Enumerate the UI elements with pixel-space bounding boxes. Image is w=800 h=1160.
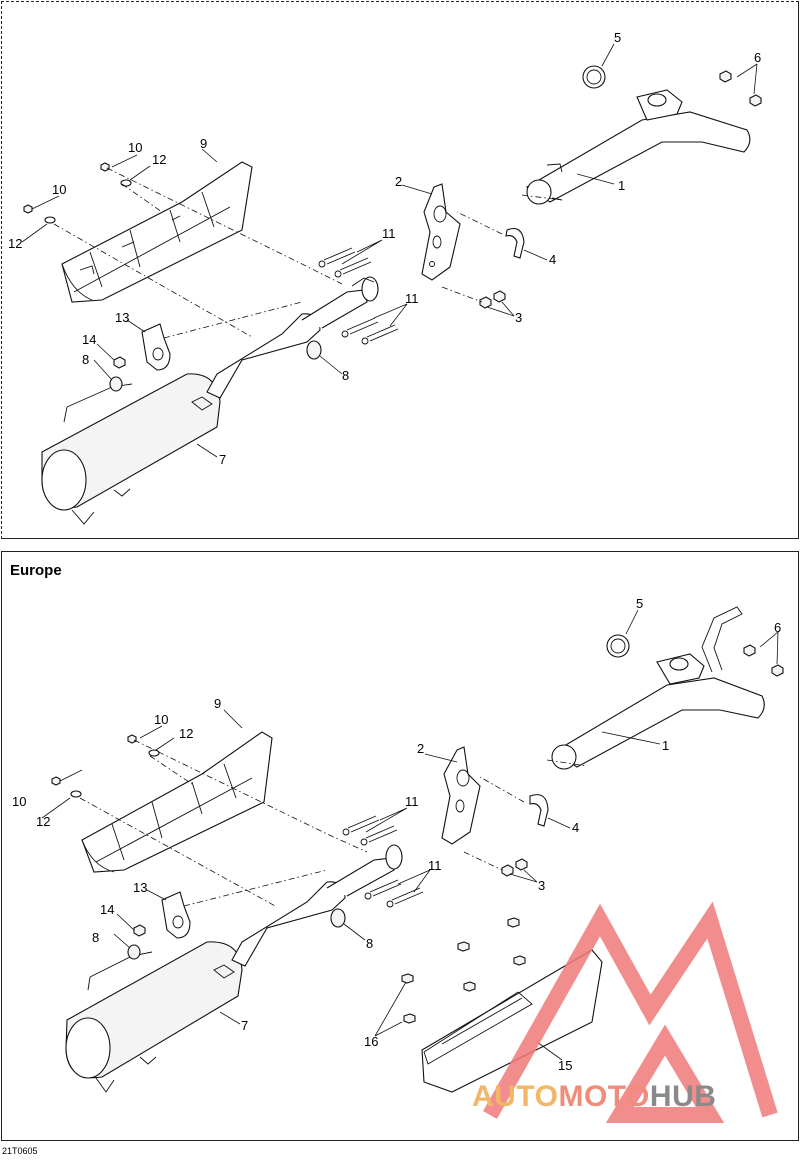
gasket-ring xyxy=(582,65,606,89)
callout-muffler: 7 xyxy=(219,452,226,467)
nut-lower xyxy=(771,664,784,677)
watermark-moto: MOTO xyxy=(558,1080,650,1113)
screw-upper xyxy=(127,734,137,744)
callout-gasket: 5 xyxy=(614,30,621,45)
header-pipe xyxy=(525,89,751,205)
exhaust-exploded-view-europe: 5 6 1 2 4 3 9 10 12 10 12 11 11 8 14 8 1… xyxy=(12,596,784,1093)
callout-nut: 6 xyxy=(754,50,761,65)
nut-lower xyxy=(749,94,762,107)
callout-grommet-right: 8 xyxy=(342,368,349,383)
mounting-bracket xyxy=(421,183,461,281)
callout-clips: 16 xyxy=(364,1034,378,1049)
bolt-muffler xyxy=(133,924,146,937)
watermark-auto: AUTO xyxy=(472,1080,559,1113)
bolt-b xyxy=(493,290,506,303)
callout-washer-left: 12 xyxy=(8,236,22,251)
figure-code: 21T0605 xyxy=(2,1146,38,1156)
callout-muffler-bracket: 13 xyxy=(115,310,129,325)
callout-washer-upper: 12 xyxy=(179,726,193,741)
muffler xyxy=(65,941,243,1093)
callout-screw-upper: 10 xyxy=(154,712,168,727)
callout-screw-upper: 10 xyxy=(128,140,142,155)
bolt-muffler xyxy=(113,356,126,369)
springs-lower xyxy=(341,317,399,345)
callout-grommet-left: 8 xyxy=(92,930,99,945)
washer-left xyxy=(44,216,56,224)
callout-heat-shield: 9 xyxy=(214,696,221,711)
grommet-right xyxy=(330,908,346,928)
washer-upper xyxy=(120,179,132,187)
muffler-bracket xyxy=(161,891,191,939)
header-pipe xyxy=(551,606,765,770)
callout-gasket: 5 xyxy=(636,596,643,611)
callout-header-pipe: 1 xyxy=(618,178,625,193)
bolt-b xyxy=(515,858,528,871)
callout-springs-upper: 11 xyxy=(405,794,419,809)
callout-bolt-muffler: 14 xyxy=(100,902,114,917)
clamp xyxy=(505,227,525,259)
callout-muffler: 7 xyxy=(241,1018,248,1033)
callout-clamp: 4 xyxy=(572,820,579,835)
clamp xyxy=(529,794,549,827)
screw-left xyxy=(51,776,61,786)
middle-pipe xyxy=(191,289,368,411)
callout-nut: 6 xyxy=(774,620,781,635)
region-label: Europe xyxy=(10,562,62,579)
callout-lower-heat-shield: 15 xyxy=(558,1058,572,1073)
diagram-panel-standard: 5 6 1 2 4 3 9 10 12 10 12 11 11 8 14 8 1… xyxy=(1,1,799,539)
pipe-flange xyxy=(385,844,403,870)
callout-muffler-bracket: 13 xyxy=(133,880,147,895)
callout-springs-lower: 11 xyxy=(428,858,442,873)
watermark-hub: HUB xyxy=(649,1080,717,1113)
nut-upper xyxy=(743,644,756,657)
springs-upper xyxy=(342,815,398,846)
bolt-a xyxy=(479,296,492,309)
callout-springs-upper: 11 xyxy=(382,226,396,241)
grommet-left xyxy=(109,376,123,392)
bolt-a xyxy=(501,864,514,877)
callout-header-pipe: 1 xyxy=(662,738,669,753)
muffler-bracket xyxy=(141,323,171,371)
washer-left xyxy=(70,790,82,798)
mounting-bracket xyxy=(441,746,481,845)
washer-upper xyxy=(148,749,160,757)
callout-screw-left: 10 xyxy=(12,794,26,809)
screw-left xyxy=(23,204,33,214)
callout-heat-shield: 9 xyxy=(200,136,207,151)
callout-screw-left: 10 xyxy=(52,182,66,197)
grommet-right xyxy=(306,340,322,360)
heat-shield xyxy=(61,161,253,303)
callout-grommet-left: 8 xyxy=(82,352,89,367)
springs-lower xyxy=(364,879,424,908)
exhaust-exploded-view-standard: 5 6 1 2 4 3 9 10 12 10 12 11 11 8 14 8 1… xyxy=(8,30,762,525)
callout-grommet-right: 8 xyxy=(366,936,373,951)
gasket-ring xyxy=(606,634,630,658)
watermark-text: AUTOMOTOHUB xyxy=(472,1080,716,1114)
callout-bolt: 3 xyxy=(538,878,545,893)
pipe-flange xyxy=(351,276,379,302)
muffler xyxy=(41,373,221,525)
callout-washer-upper: 12 xyxy=(152,152,166,167)
callout-clamp: 4 xyxy=(549,252,556,267)
callout-springs-lower: 11 xyxy=(405,291,419,306)
clips xyxy=(401,917,526,1024)
callout-bolt: 3 xyxy=(515,310,522,325)
heat-shield xyxy=(81,731,273,873)
springs-upper xyxy=(318,247,372,278)
grommet-left xyxy=(127,944,141,960)
callout-bracket: 2 xyxy=(395,174,402,189)
callout-washer-left: 12 xyxy=(36,814,50,829)
screw-upper xyxy=(100,162,110,172)
nut-upper xyxy=(719,70,732,83)
callout-bracket: 2 xyxy=(417,741,424,756)
callout-bolt-muffler: 14 xyxy=(82,332,96,347)
watermark-logo-icon xyxy=(483,901,778,1123)
